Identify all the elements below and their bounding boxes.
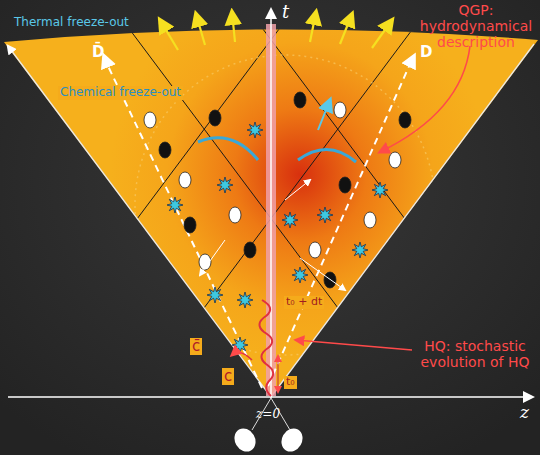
- quark-label: c̄: [190, 338, 202, 355]
- axis-label: z: [520, 403, 529, 423]
- particle-label: D̄: [92, 44, 104, 61]
- axis-label: t: [282, 2, 289, 23]
- quark-label: c: [222, 368, 234, 385]
- time-label: t₀: [284, 376, 297, 389]
- time-label: t₀ + dt: [284, 296, 324, 309]
- particle-label: D: [420, 44, 432, 61]
- boundary-label: Thermal freeze-out: [14, 16, 129, 30]
- callout-title: QGP: hydrodynamical description: [416, 2, 536, 50]
- boundary-label: Chemical freeze-out: [58, 86, 183, 100]
- axis-label: z=0: [256, 408, 280, 422]
- callout-note: HQ: stochastic evolution of HQ: [414, 338, 536, 370]
